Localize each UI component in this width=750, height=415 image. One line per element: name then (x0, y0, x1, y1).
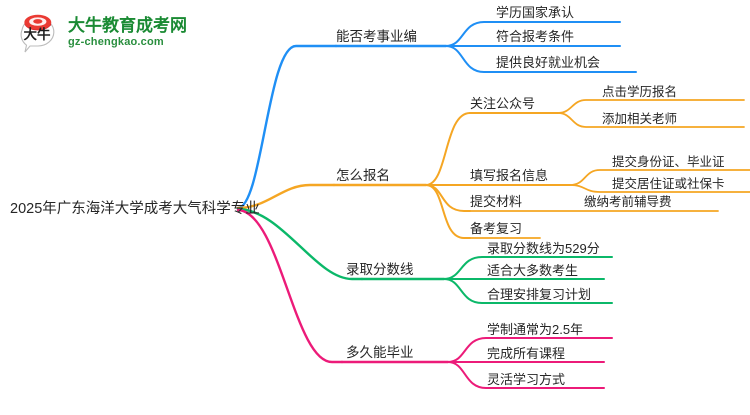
branch-1-child-connector-3 (445, 45, 637, 73)
branch-2-child-1-leaf-1-label[interactable]: 点击学历报名 (602, 84, 677, 99)
branch-2-child-1-label[interactable]: 关注公众号 (470, 96, 535, 111)
branch-2-child-4-label[interactable]: 备考复习 (470, 221, 522, 236)
branch-3-connector (236, 207, 364, 281)
branch-2-child-1-connector (425, 112, 471, 186)
branch-3-label[interactable]: 录取分数线 (346, 262, 414, 277)
branch-2-child-1-leaf-2-label[interactable]: 添加相关老师 (602, 112, 677, 126)
site-logo: 大牛 大牛教育成考网 gz-chengkao.com (16, 8, 226, 56)
branch-2: 怎么报名 关注公众号 点击学历报名 添加相关老师 填写报名信息 提交身份证、毕业… (236, 84, 750, 239)
branch-3-child-3-label[interactable]: 合理安排复习计划 (487, 287, 591, 302)
branch-1-child-3-label[interactable]: 提供良好就业机会 (496, 55, 600, 70)
branch-1-connector (236, 44, 338, 210)
branch-3-child-2-label[interactable]: 适合大多数考生 (487, 263, 578, 278)
branch-2-child-2-leaf-1-label[interactable]: 提交身份证、毕业证 (612, 154, 725, 169)
logo-subtitle: gz-chengkao.com (68, 35, 164, 48)
branch-2-child-2-leaf-connector-2 (569, 184, 750, 193)
branch-3-child-1-label[interactable]: 录取分数线为529分 (487, 241, 600, 256)
branch-2-child-3-connector (425, 184, 471, 212)
branch-2-child-2-leaf-2-label[interactable]: 提交居住证或社保卡 (612, 176, 725, 191)
branch-4-child-connector-3 (447, 361, 605, 389)
root-node-label[interactable]: 2025年广东海洋大学成考大气科学专业 (10, 200, 260, 217)
branch-1: 能否考事业编 学历国家承认 符合报考条件 提供良好就业机会 (236, 5, 637, 210)
branch-2-child-3-leaf-1-label[interactable]: 缴纳考前辅导费 (584, 194, 672, 209)
branch-3-child-connector-3 (443, 278, 613, 304)
branch-2-child-1-leaf-connector-2 (557, 112, 745, 128)
branch-2-child-2-label[interactable]: 填写报名信息 (470, 168, 548, 183)
branch-4-child-3-label[interactable]: 灵活学习方式 (487, 372, 565, 387)
branch-4-label[interactable]: 多久能毕业 (346, 344, 414, 360)
branch-1-child-1-label[interactable]: 学历国家承认 (496, 5, 574, 20)
logo-mark-icon: 大牛 (16, 10, 60, 54)
branch-2-connector (236, 183, 336, 210)
branch-2-label[interactable]: 怎么报名 (336, 168, 390, 183)
logo-mark-text: 大牛 (24, 26, 51, 42)
branch-4-child-1-label[interactable]: 学制通常为2.5年 (487, 322, 583, 337)
branch-4: 多久能毕业 学制通常为2.5年 完成所有课程 灵活学习方式 (236, 208, 613, 389)
branch-1-label[interactable]: 能否考事业编 (336, 29, 417, 44)
branch-3: 录取分数线 录取分数线为529分 适合大多数考生 合理安排复习计划 (236, 207, 613, 304)
branch-2-child-3-label[interactable]: 提交材料 (470, 194, 522, 209)
branch-4-child-2-label[interactable]: 完成所有课程 (487, 346, 565, 361)
branch-2-child-4-connector (425, 184, 471, 239)
logo-text-block: 大牛教育成考网 gz-chengkao.com (68, 17, 187, 48)
logo-title: 大牛教育成考网 (68, 15, 187, 35)
branch-1-child-2-label[interactable]: 符合报考条件 (496, 29, 574, 44)
branch-4-connector (236, 208, 344, 364)
